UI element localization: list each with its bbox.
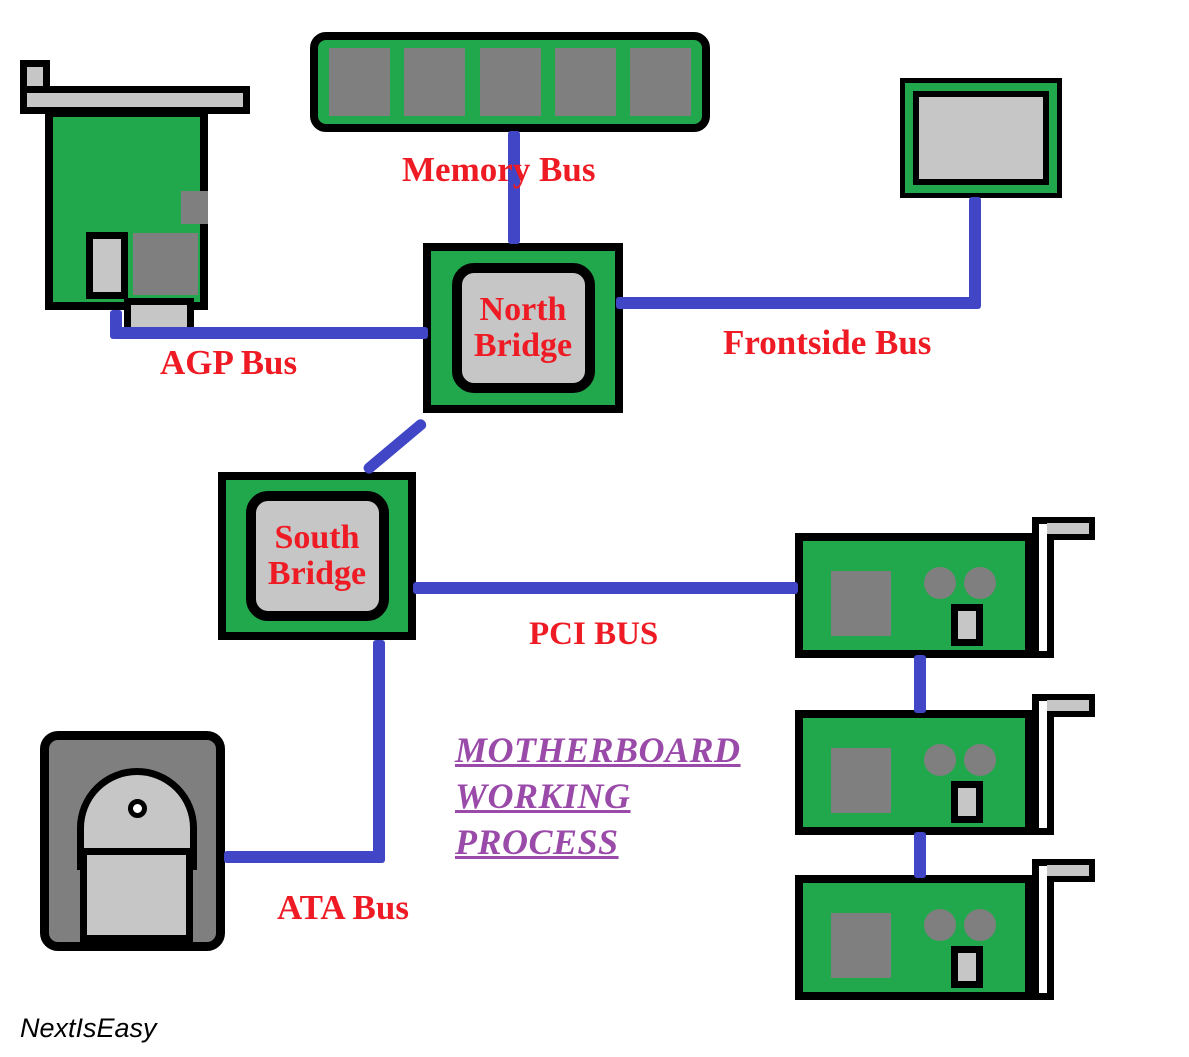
frontside-bus-wire-vertical bbox=[969, 197, 981, 307]
pci-card-bracket-tab bbox=[1047, 859, 1095, 882]
ata-bus-wire-vertical bbox=[373, 640, 385, 857]
pci-card-pcb bbox=[795, 710, 1033, 835]
pci-card-bracket bbox=[1032, 859, 1054, 1000]
pci-card-1[interactable] bbox=[795, 517, 1095, 658]
hard-disk-drive[interactable] bbox=[40, 731, 225, 951]
processor-frame bbox=[913, 91, 1049, 185]
frontside-bus-label: Frontside Bus bbox=[723, 323, 932, 362]
pci-card-connector bbox=[951, 781, 983, 823]
graphics-card-memory-chip bbox=[181, 191, 208, 224]
pci-bus-wire-card2-card3 bbox=[914, 832, 926, 878]
graphics-card[interactable] bbox=[18, 60, 274, 401]
pci-card-bracket bbox=[1032, 517, 1054, 658]
pci-bus-wire-card1-card2 bbox=[914, 655, 926, 713]
processor[interactable] bbox=[900, 78, 1062, 198]
memory-bus-label: Memory Bus bbox=[402, 150, 596, 189]
pci-bus-label: PCI BUS bbox=[529, 616, 659, 652]
processor-substrate bbox=[905, 83, 1057, 193]
diagram-title-line-3: PROCESS bbox=[455, 822, 619, 863]
pci-card-bracket bbox=[1032, 694, 1054, 835]
north-bridge-label-line2: Bridge bbox=[473, 327, 573, 364]
memory-chip bbox=[479, 48, 541, 116]
graphics-card-pcb bbox=[45, 109, 274, 401]
watermark: NextIsEasy bbox=[20, 1013, 157, 1043]
memory-module[interactable] bbox=[310, 32, 710, 132]
south-bridge-label-line2: Bridge bbox=[267, 555, 367, 592]
north-bridge-die: North Bridge bbox=[451, 263, 595, 393]
pci-card-3[interactable] bbox=[795, 859, 1095, 1000]
pci-card-capacitor-icon bbox=[924, 909, 956, 941]
pci-card-bracket-tab bbox=[1047, 517, 1095, 540]
memory-chip bbox=[554, 48, 616, 116]
graphics-card-gpu-chip bbox=[133, 233, 274, 401]
memory-chip bbox=[329, 48, 390, 116]
hard-disk-body bbox=[80, 848, 193, 942]
north-south-bridge-wire bbox=[361, 417, 429, 476]
pci-bus-wire-horizontal bbox=[413, 582, 798, 594]
graphics-card-port-vertical bbox=[86, 232, 128, 299]
north-bridge[interactable]: North Bridge bbox=[423, 243, 623, 413]
pci-card-capacitor-icon bbox=[964, 909, 996, 941]
pci-card-chip bbox=[831, 913, 891, 978]
pci-card-bracket-tab bbox=[1047, 694, 1095, 717]
pci-card-capacitor-icon bbox=[964, 744, 996, 776]
pci-card-2[interactable] bbox=[795, 694, 1095, 835]
pci-card-connector bbox=[951, 604, 983, 646]
pci-card-pcb bbox=[795, 875, 1033, 1000]
memory-chip bbox=[404, 48, 466, 116]
ata-bus-label: ATA Bus bbox=[277, 888, 409, 927]
agp-bus-label: AGP Bus bbox=[160, 343, 298, 382]
frontside-bus-wire-horizontal bbox=[616, 297, 981, 309]
diagram-title-line-1: MOTHERBOARD bbox=[455, 730, 741, 770]
diagram-title-line-2: WORKING bbox=[455, 776, 631, 817]
graphics-card-fan-icon bbox=[226, 360, 274, 401]
memory-bus-wire bbox=[508, 131, 520, 244]
pci-card-chip bbox=[831, 748, 891, 813]
south-bridge-label-line1: South bbox=[274, 519, 360, 557]
pci-card-capacitor-icon bbox=[924, 744, 956, 776]
south-bridge[interactable]: South Bridge bbox=[218, 472, 416, 640]
pci-card-capacitor-icon bbox=[924, 567, 956, 599]
hard-disk-spindle-icon bbox=[128, 799, 147, 818]
diagram-title: MOTHERBOARD WORKING PROCESS bbox=[455, 727, 741, 865]
pci-card-connector bbox=[951, 946, 983, 988]
pci-card-pcb bbox=[795, 533, 1033, 658]
memory-chip bbox=[630, 48, 691, 116]
south-bridge-die: South Bridge bbox=[245, 491, 389, 621]
processor-die bbox=[919, 97, 1043, 179]
pci-card-capacitor-icon bbox=[964, 567, 996, 599]
ata-bus-wire-horizontal bbox=[224, 851, 385, 863]
agp-bus-wire-horizontal bbox=[110, 327, 428, 339]
north-bridge-label-line1: North bbox=[479, 291, 567, 329]
pci-card-chip bbox=[831, 571, 891, 636]
